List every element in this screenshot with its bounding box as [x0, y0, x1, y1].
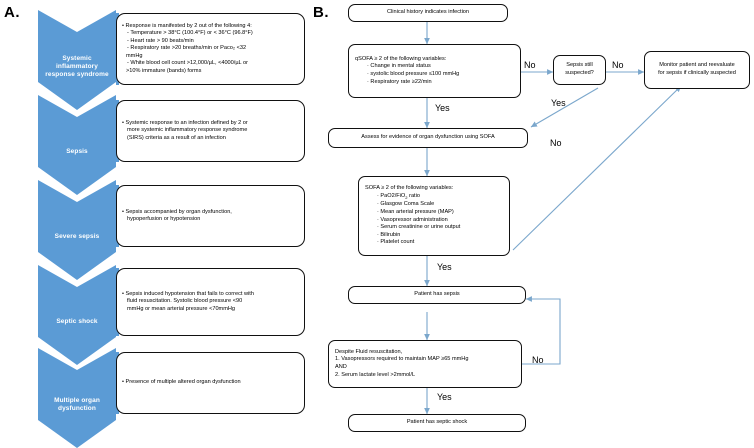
stage-description-text: • Response is manifested by 2 out of the… [122, 23, 253, 74]
flowchart-connectors [424, 22, 682, 415]
edge-fluid-no-loop [522, 296, 561, 365]
edge-label-qsofa-no: No [524, 60, 536, 70]
stage-chevron-label: Septic shock [56, 318, 98, 325]
node-despite-fluid-resuscitation-text: Despite Fluid resuscitation,1. Vasopress… [335, 348, 469, 378]
stage-chevron-3: Severe sepsis [38, 180, 116, 280]
stage-chevron-label: Severe sepsis [54, 233, 100, 240]
node-patient-has-septic-shock-text: Patient has septic shock [406, 419, 468, 426]
stage-description-box-4: • Sepsis induced hypotension that fails … [116, 268, 305, 336]
edge-label-sofa-yes: Yes [437, 262, 452, 272]
node-qsofa-criteria-text: qSOFA ≥ 2 of the following variables:· C… [355, 55, 460, 85]
node-assess-sofa: Assess for evidence of organ dysfunction… [328, 128, 528, 148]
panel-b-letter: B. [313, 4, 329, 21]
edge-label-fluid-no: No [532, 355, 544, 365]
node-patient-has-septic-shock: Patient has septic shock [348, 414, 526, 432]
edge-label-suspected-yes: Yes [551, 98, 566, 108]
node-qsofa-criteria: qSOFA ≥ 2 of the following variables:· C… [348, 44, 521, 98]
edge-label-qsofa-yes: Yes [435, 103, 450, 113]
node-patient-has-sepsis-text: Patient has sepsis [414, 291, 460, 298]
stage-description-text: • Sepsis induced hypotension that fails … [122, 290, 254, 312]
stage-description-box-3: • Sepsis accompanied by organ dysfunctio… [116, 185, 305, 247]
stage-chevron-2: Sepsis [38, 95, 116, 195]
node-despite-fluid-resuscitation: Despite Fluid resuscitation,1. Vasopress… [328, 340, 522, 388]
stage-description-box-1: • Response is manifested by 2 out of the… [116, 13, 305, 85]
panel-a-letter: A. [4, 4, 20, 21]
edge-label-fluid-yes: Yes [437, 392, 452, 402]
node-clinical-history-text: Clinical history indicates infection [386, 9, 470, 16]
stage-chevron-4: Septic shock [38, 265, 116, 365]
stage-description-text: • Systemic response to an infection defi… [122, 119, 248, 141]
stage-description-box-5: • Presence of multiple altered organ dys… [116, 352, 305, 414]
edge-suspected-yes [530, 87, 599, 128]
panel-b-sepsis-algorithm: Clinical history indicates infection qSOF… [310, 0, 754, 441]
stage-chevron-label: Sepsis [66, 148, 88, 155]
stage-description-text: • Sepsis accompanied by organ dysfunctio… [122, 208, 232, 222]
edge-label-suspected-no: No [612, 60, 624, 70]
stage-description-box-2: • Systemic response to an infection defi… [116, 100, 305, 162]
edge-sofa-no [512, 85, 682, 251]
node-clinical-history: Clinical history indicates infection [348, 4, 508, 22]
node-patient-has-sepsis: Patient has sepsis [348, 286, 526, 304]
node-sofa-criteria-text: SOFA ≥ 2 of the following variables:· Pa… [365, 185, 461, 246]
node-sofa-criteria: SOFA ≥ 2 of the following variables:· Pa… [358, 176, 510, 256]
edge-label-sofa-no: No [550, 138, 562, 148]
node-assess-sofa-text: Assess for evidence of organ dysfunction… [361, 134, 495, 141]
stage-description-text: • Presence of multiple altered organ dys… [122, 379, 241, 386]
